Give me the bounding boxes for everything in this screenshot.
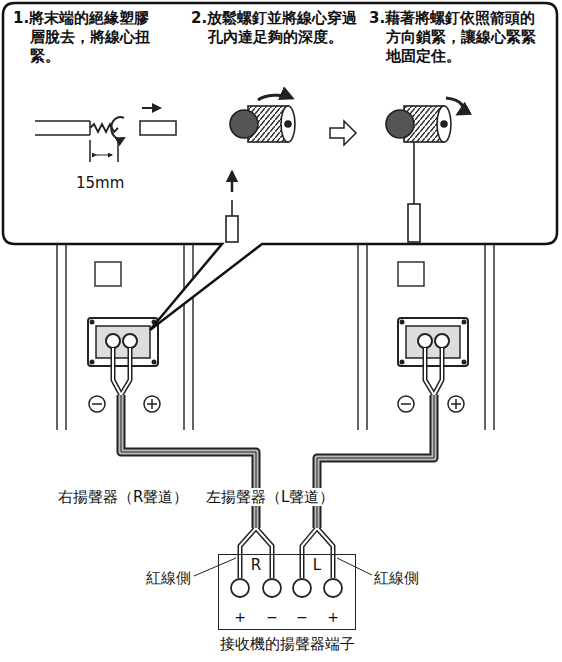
screw-terminal-figure (226, 95, 295, 242)
channel-label: R (249, 556, 263, 574)
step-text: 2.放鬆螺釘並將線心穿過孔內達足夠的深度。 (191, 9, 358, 47)
speaker-label: 右揚聲器（R聲道） (56, 488, 190, 506)
screw-terminal-figure (386, 98, 463, 242)
wire-side-label: 紅線側 (372, 569, 421, 587)
pin-label: − (264, 609, 280, 625)
pin-label: + (325, 609, 341, 625)
callout-outline (3, 3, 557, 330)
callout-box: 1.將末端的絕緣塑膠層脫去，將線心扭緊。 2.放鬆螺釘並將線心穿過孔內達足夠的深度… (3, 3, 557, 244)
terminal-plate (88, 318, 468, 366)
speaker-label: 左揚聲器（L聲道） (204, 488, 336, 506)
channel-label: L (311, 556, 323, 574)
step-arrow (330, 121, 356, 145)
pin-label: + (232, 609, 248, 625)
step-text: 3.藉著將螺釘依照箭頭的方向鎖緊，讓線心緊緊地固定住。 (369, 9, 540, 66)
receiver-terminal (231, 579, 342, 597)
leader-line (194, 558, 374, 576)
dimension-label: 15mm (74, 174, 126, 192)
step-text: 1.將末端的絕緣塑膠層脫去，將線心扭緊。 (13, 9, 158, 66)
caption: 接收機的揚聲器端子 (220, 635, 355, 653)
pin-label: − (294, 609, 310, 625)
wire-side-label: 紅線側 (144, 569, 193, 587)
polarity-symbol (89, 396, 464, 412)
wire-strip-figure (35, 108, 176, 162)
speaker-cable (113, 348, 442, 578)
